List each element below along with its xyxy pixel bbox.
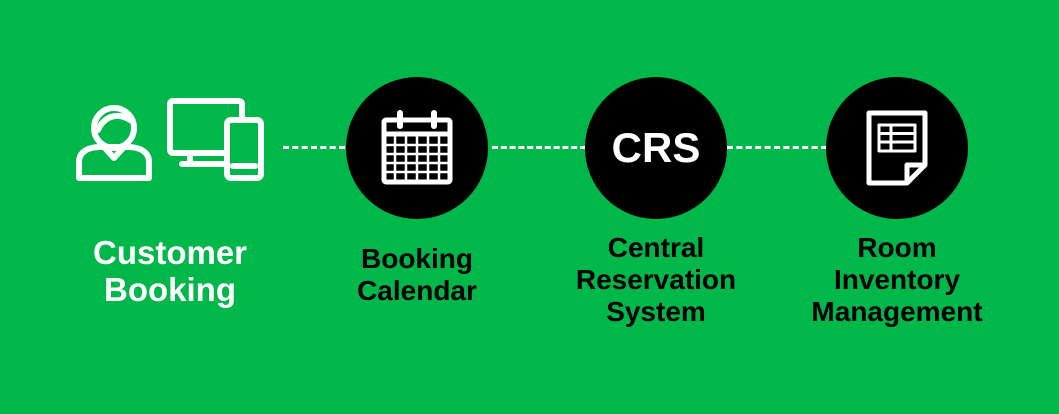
label-line: Management (811, 296, 983, 327)
step-booking-calendar-circle (346, 77, 488, 219)
label-customer-booking: Customer Booking (60, 234, 280, 308)
label-booking-calendar: Booking Calendar (317, 243, 517, 307)
connector-2 (492, 146, 586, 149)
label-line: System (606, 296, 706, 327)
label-line: Reservation (575, 264, 737, 295)
inventory-sheet-icon (866, 110, 928, 186)
step-customer-booking (74, 98, 266, 184)
step-room-inventory-circle (826, 77, 968, 219)
label-line: Booking (361, 243, 473, 274)
crs-text-icon: CRS (611, 124, 701, 171)
label-line: Inventory (833, 264, 961, 295)
label-line: Calendar (357, 275, 477, 306)
label-room-inventory-management: Room Inventory Management (787, 232, 1007, 328)
step-crs-circle: CRS (585, 77, 727, 219)
label-line: Central (607, 232, 705, 263)
label-central-reservation-system: Central Reservation System (546, 232, 766, 328)
label-line: Room (857, 232, 937, 263)
label-line: Customer (92, 234, 248, 271)
connector-3 (727, 146, 827, 149)
customer-devices-icon (76, 98, 264, 181)
connector-1 (283, 146, 345, 149)
calendar-icon (381, 110, 453, 185)
label-line: Booking (104, 271, 236, 308)
